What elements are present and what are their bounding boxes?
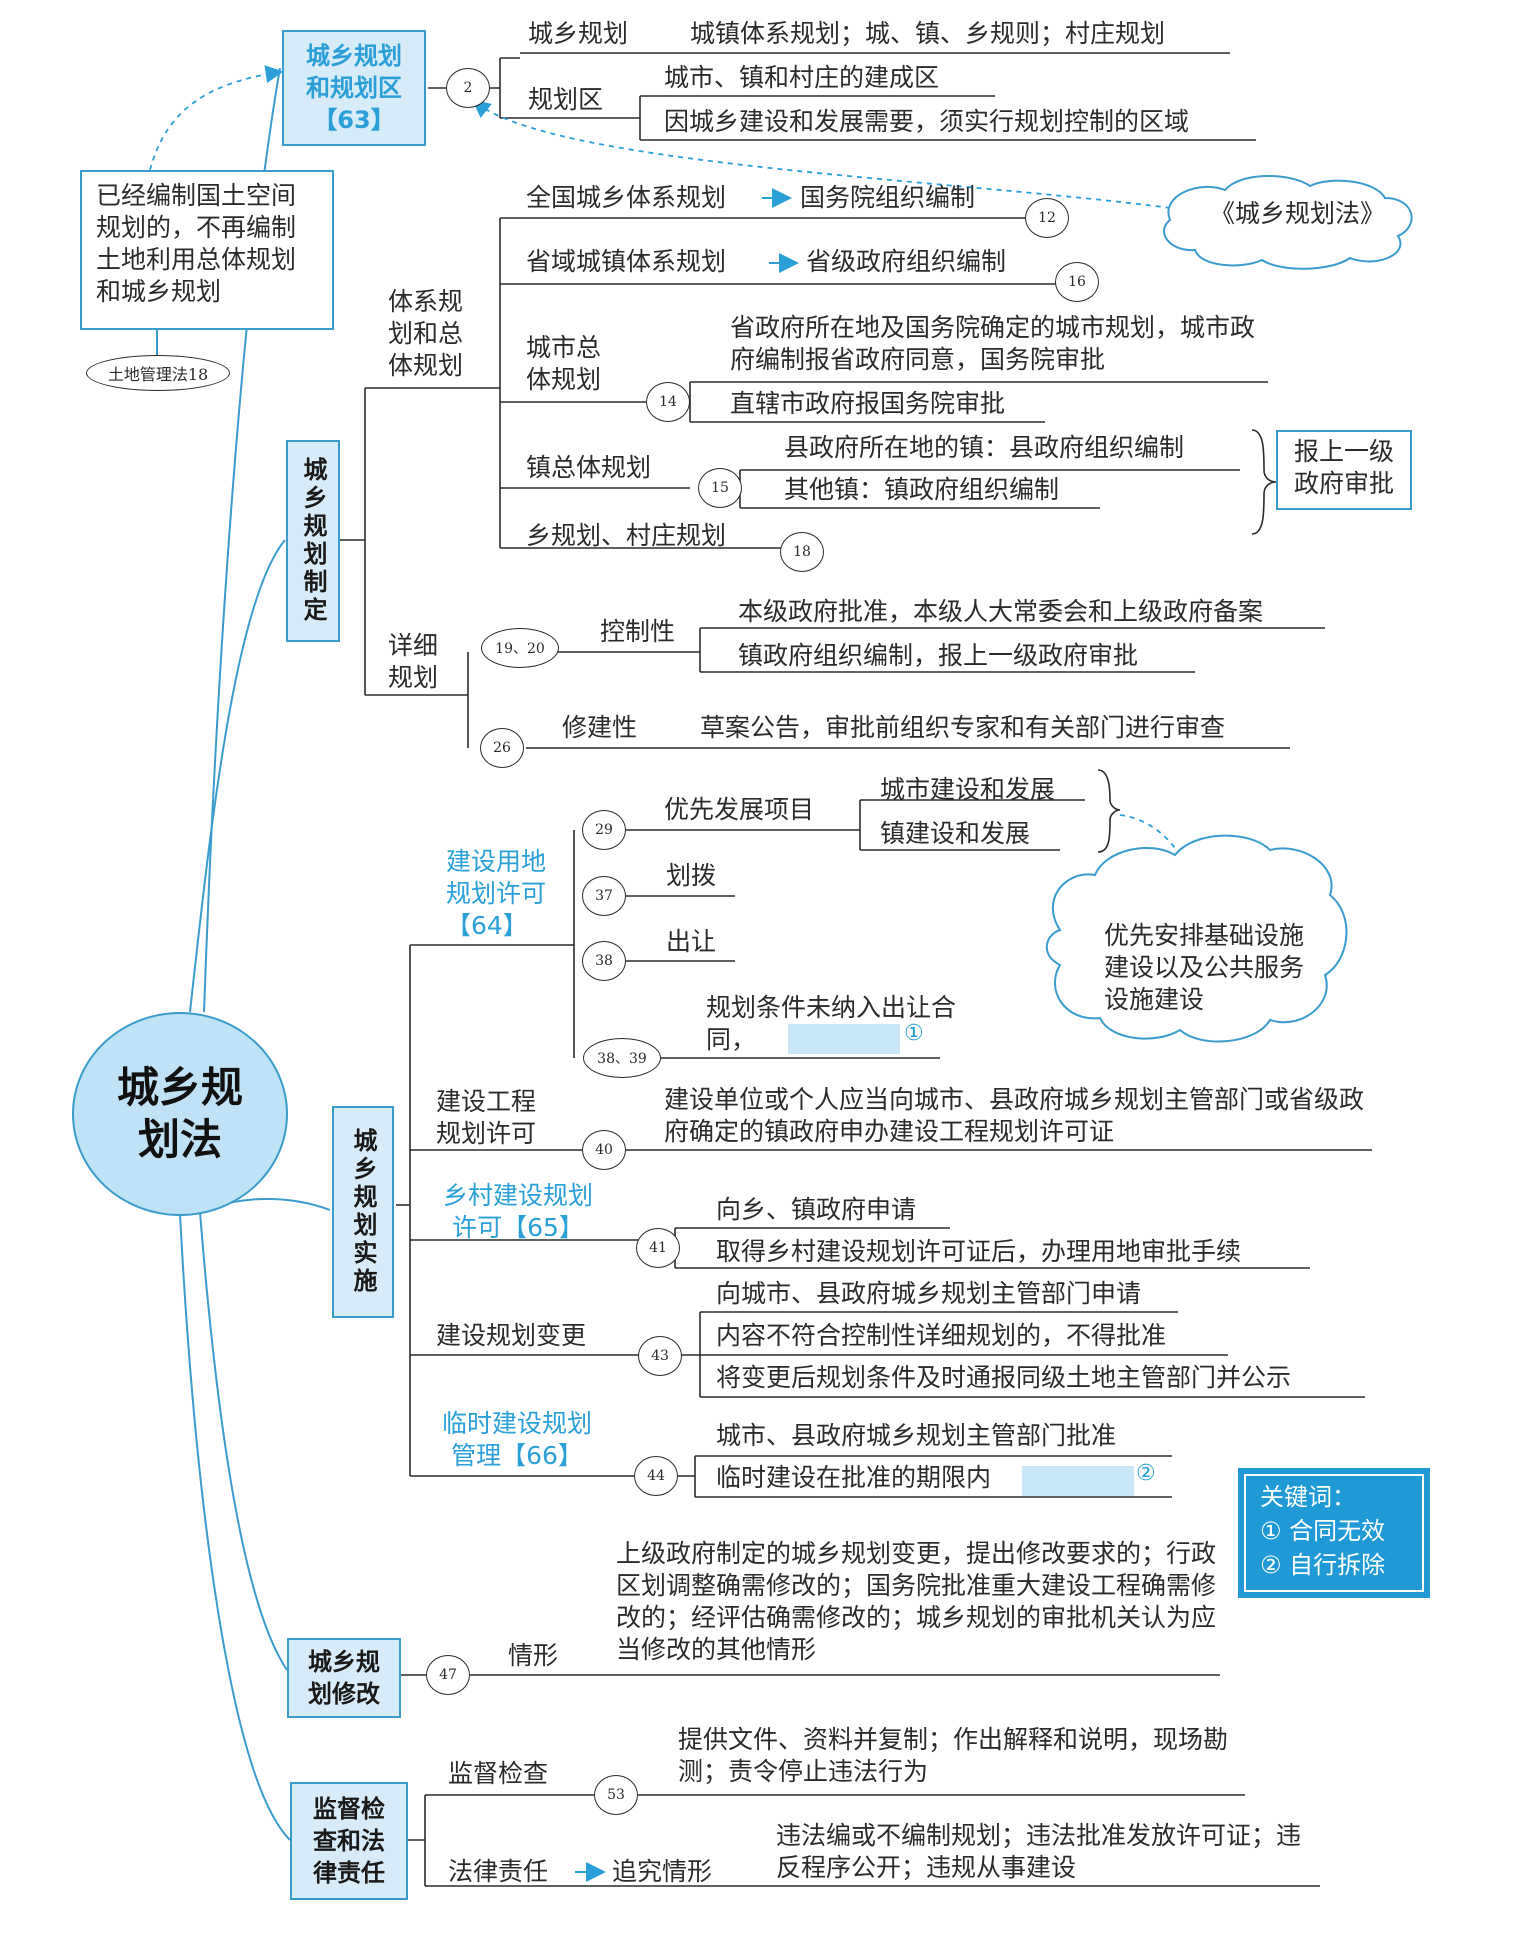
blank-2-mark: ② (1136, 1461, 1156, 1486)
liability-to: 追究情形 (612, 1857, 713, 1886)
article-num: 19、20 (481, 628, 559, 668)
city-plan: 城市总 体规划 (526, 333, 602, 394)
article-num: 40 (582, 1130, 626, 1170)
cond-text: 规划条件未纳入出让合同， (706, 993, 957, 1054)
priority-cloud-text: 优先安排基础设施建设以及公共服务设施建设 (1104, 921, 1305, 1014)
article-num: 26 (480, 728, 524, 768)
control-b: 镇政府组织编制，报上一级政府审批 (738, 641, 1139, 670)
rural-b: 取得乡村建设规划许可证后，办理用地审批手续 (716, 1237, 1242, 1266)
branch2-title: 城乡规划制定 (299, 457, 327, 625)
item-area: 规划区 (528, 85, 604, 114)
branch-revision: 城乡规 划修改 (287, 1638, 401, 1718)
keywords-box: 关键词： ① 合同无效 ② 自行拆除 (1238, 1468, 1430, 1598)
city-plan-b: 直辖市政府报国务院审批 (730, 389, 1006, 418)
provincial-plan-to: 省级政府组织编制 (806, 247, 1007, 276)
control-a: 本级政府批准，本级人大常委会和上级政府备案 (738, 597, 1264, 626)
inspect-desc: 提供文件、资料并复制；作出解释和说明，现场勘测；责令停止违法行为 (678, 1725, 1229, 1786)
rural-permit: 乡村建设规划 许可【65】 (442, 1181, 593, 1242)
article-num: 2 (446, 68, 490, 108)
article-num: 12 (1025, 198, 1069, 238)
law-cloud-label: 《城乡规划法》 (1210, 199, 1386, 228)
branch1-ref: 【63】 (313, 106, 395, 134)
system-plan-label: 体系规 划和总 体规划 (388, 287, 464, 380)
article-num: 43 (638, 1336, 682, 1376)
article-num: 38 (582, 941, 626, 981)
change-a: 向城市、县政府城乡规划主管部门申请 (716, 1279, 1142, 1308)
control-label: 控制性 (600, 617, 676, 646)
change-b: 内容不符合控制性详细规划的，不得批准 (716, 1321, 1167, 1350)
root-node: 城乡规 划法 (72, 1012, 288, 1216)
article-num: 38、39 (583, 1038, 661, 1078)
branch1-title: 城乡规划 和规划区 (306, 42, 402, 102)
liability-desc: 违法编或不编制规划；违法批准发放许可证；违反程序公开；违规从事建设 (776, 1821, 1302, 1882)
town-plan-b: 其他镇：镇政府组织编制 (784, 475, 1060, 504)
article-num: 53 (594, 1775, 638, 1815)
blank-2 (1022, 1466, 1134, 1496)
allot-label: 划拨 (666, 861, 717, 890)
town-plan-a: 县政府所在地的镇：县政府组织编制 (784, 433, 1185, 462)
build-label: 修建性 (562, 713, 638, 742)
transfer-label: 出让 (666, 927, 717, 956)
national-plan: 全国城乡体系规划 (526, 183, 727, 212)
temp-a: 城市、县政府城乡规划主管部门批准 (716, 1421, 1117, 1450)
item-planning-desc: 城镇体系规划；城、镇、乡规则；村庄规划 (690, 19, 1166, 48)
item-planning: 城乡规划 (528, 19, 629, 48)
temp-b: 临时建设在批准的期限内 (716, 1463, 992, 1492)
priority-project: 优先发展项目 (664, 795, 815, 824)
article-num: 44 (634, 1456, 678, 1496)
article-num: 14 (646, 382, 690, 422)
branch-formulation: 城乡规划制定 (286, 440, 340, 642)
branch3-title: 城乡规划实施 (349, 1128, 377, 1296)
temp-permit: 临时建设规划 管理【66】 (441, 1409, 592, 1470)
keyword-1: ① 合同无效 (1260, 1517, 1386, 1545)
keywords-title: 关键词： (1260, 1483, 1356, 1511)
land-permit-ref: 【64】 (446, 911, 528, 940)
inspect-label: 监督检查 (448, 1759, 549, 1788)
build-desc: 草案公告，审批前组织专家和有关部门进行审查 (700, 713, 1226, 742)
priority-a: 城市建设和发展 (880, 775, 1056, 804)
article-num: 15 (698, 468, 742, 508)
root-title: 城乡规 划法 (116, 1063, 243, 1164)
article-num: 37 (582, 876, 626, 916)
provincial-plan: 省域城镇体系规划 (526, 247, 727, 276)
change-c: 将变更后规划条件及时通报同级土地主管部门并公示 (716, 1363, 1292, 1392)
branch-supervision: 监督检 查和法 律责任 (290, 1782, 408, 1900)
village-plan: 乡规划、村庄规划 (526, 521, 727, 550)
blank-1-mark: ① (904, 1021, 924, 1046)
ref-badge: 土地管理法18 (86, 355, 230, 391)
change-label: 建设规划变更 (436, 1321, 587, 1350)
revision-case: 情形 (508, 1641, 559, 1670)
detail-plan-label: 详细 规划 (388, 631, 439, 692)
rural-a: 向乡、镇政府申请 (716, 1195, 917, 1224)
project-permit: 建设工程 规划许可 (436, 1087, 537, 1148)
top-note: 已经编制国土空间规划的，不再编制土地利用总体规划和城乡规划 (80, 170, 334, 330)
branch-implementation: 城乡规划实施 (332, 1106, 394, 1318)
national-plan-to: 国务院组织编制 (800, 183, 976, 212)
city-plan-a: 省政府所在地及国务院确定的城市规划，城市政府编制报省政府同意，国务院审批 (730, 313, 1256, 374)
article-num: 16 (1055, 262, 1099, 302)
town-approve-box: 报上一级 政府审批 (1276, 430, 1412, 510)
branch-planning-area: 城乡规划 和规划区 【63】 (282, 30, 426, 146)
blank-1 (788, 1024, 900, 1054)
article-num: 29 (582, 810, 626, 850)
article-num: 41 (636, 1228, 680, 1268)
priority-b: 镇建设和发展 (880, 819, 1031, 848)
branch4-title: 城乡规 划修改 (308, 1648, 380, 1708)
top-note-text: 已经编制国土空间规划的，不再编制土地利用总体规划和城乡规划 (96, 181, 297, 306)
article-num: 18 (780, 532, 824, 572)
item-area-a: 城市、镇和村庄的建成区 (664, 63, 940, 92)
keyword-2: ② 自行拆除 (1260, 1551, 1386, 1579)
project-desc: 建设单位或个人应当向城市、县政府城乡规划主管部门或省级政府确定的镇政府申办建设工… (664, 1085, 1365, 1146)
article-num: 47 (426, 1655, 470, 1695)
branch5-title: 监督检 查和法 律责任 (313, 1795, 385, 1887)
land-permit: 建设用地 规划许可 (445, 847, 546, 908)
item-area-b: 因城乡建设和发展需要，须实行规划控制的区域 (664, 107, 1190, 136)
liability-label: 法律责任 (448, 1857, 549, 1886)
revision-desc: 上级政府制定的城乡规划变更，提出修改要求的；行政区划调整确需修改的；国务院批准重… (616, 1539, 1217, 1664)
town-plan: 镇总体规划 (526, 453, 652, 482)
